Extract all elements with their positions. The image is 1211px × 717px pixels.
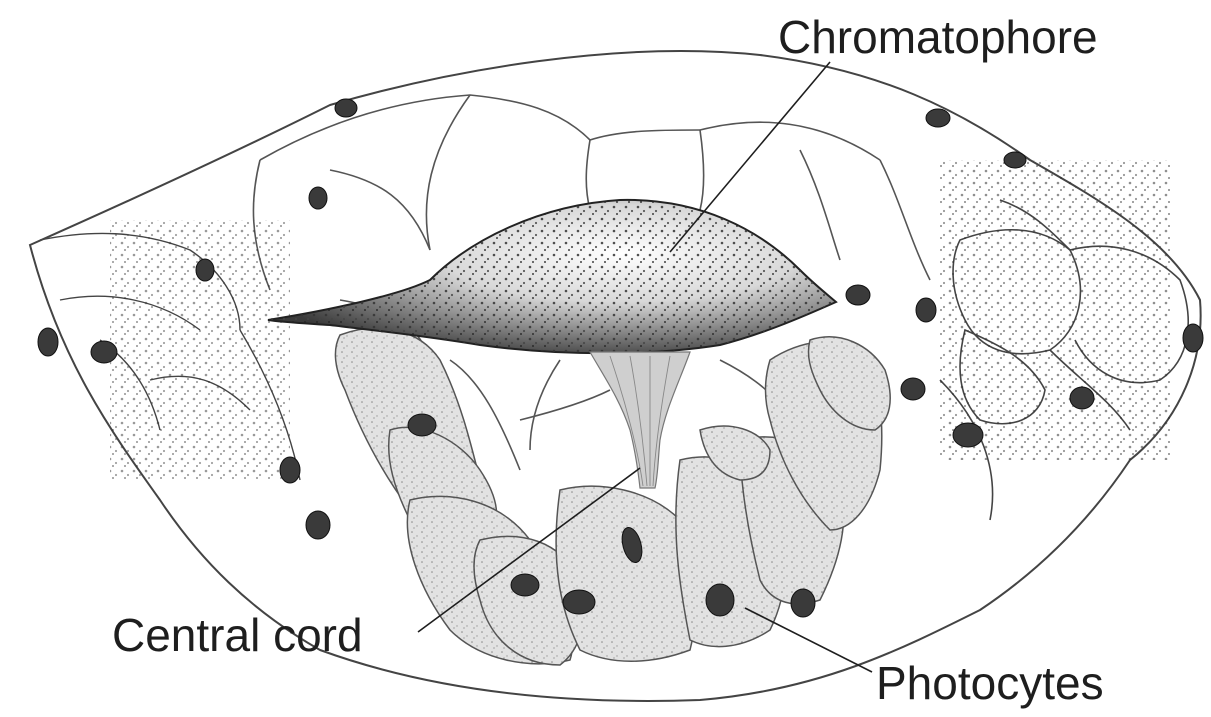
leader-line-photocytes	[745, 608, 872, 672]
left-pigment-region	[110, 220, 290, 480]
label-central-cord: Central cord	[112, 612, 363, 658]
right-pigment-region	[940, 160, 1170, 460]
leader-line-chromatophore	[670, 62, 830, 252]
label-photocytes: Photocytes	[876, 660, 1104, 706]
label-chromatophore: Chromatophore	[778, 14, 1098, 60]
